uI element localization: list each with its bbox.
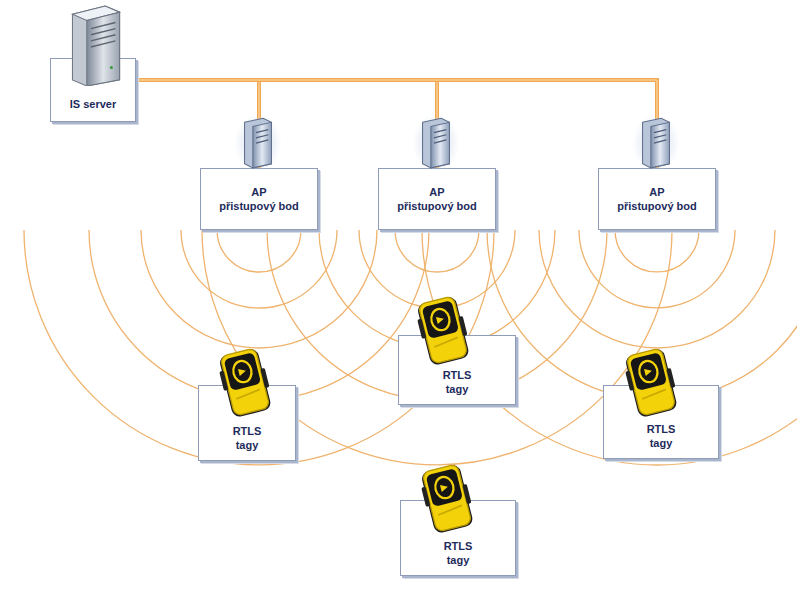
- node-label: RTLS tagy: [227, 424, 267, 452]
- signal-arc: [539, 230, 775, 348]
- signal-arc: [395, 230, 479, 272]
- node-label: přistupový bod: [219, 199, 298, 213]
- tag-box: RTLS tagy: [603, 385, 719, 459]
- link-highlight: [136, 80, 437, 168]
- node-label: IS server: [70, 97, 116, 111]
- network-link: [136, 80, 657, 168]
- node-label: přistupový bod: [397, 199, 476, 213]
- node-label: RTLS tagy: [641, 422, 681, 450]
- node-label: RTLS tagy: [438, 539, 478, 567]
- node-label: AP: [251, 185, 266, 199]
- signal-arc: [89, 230, 429, 400]
- rtls-tag-icon: [418, 463, 477, 535]
- access-point-icon: [234, 114, 282, 172]
- node-label: RTLS tagy: [437, 368, 477, 396]
- signal-arc: [217, 230, 301, 272]
- node-label: AP: [429, 185, 444, 199]
- link-highlight: [136, 80, 259, 168]
- link-highlight: [136, 80, 657, 168]
- signal-arc: [181, 230, 337, 308]
- access-point-box: APpřistupový bod: [598, 168, 716, 230]
- access-point-box: APpřistupový bod: [200, 168, 318, 230]
- server-box: IS server: [50, 58, 136, 122]
- signal-arc: [487, 230, 797, 400]
- signal-arc: [579, 230, 735, 308]
- server-icon: [72, 6, 119, 86]
- node-label: AP: [649, 185, 664, 199]
- link-line: [136, 80, 657, 168]
- signal-arc: [615, 230, 699, 272]
- access-point-box: APpřistupový bod: [378, 168, 496, 230]
- link-line: [136, 80, 437, 168]
- rtls-tag-icon: [414, 295, 473, 367]
- rtls-tag-icon: [216, 347, 275, 419]
- network-link: [136, 80, 259, 168]
- tag-box: RTLS tagy: [398, 335, 516, 405]
- tag-box: RTLS tagy: [198, 385, 296, 461]
- signal-arc: [141, 230, 377, 348]
- tag-box: RTLS tagy: [400, 500, 516, 576]
- node-label: přistupový bod: [617, 199, 696, 213]
- access-point-icon: [632, 114, 680, 172]
- rtls-tag-icon: [622, 347, 681, 419]
- network-link: [136, 80, 437, 168]
- link-line: [136, 80, 259, 168]
- access-point-icon: [412, 114, 460, 172]
